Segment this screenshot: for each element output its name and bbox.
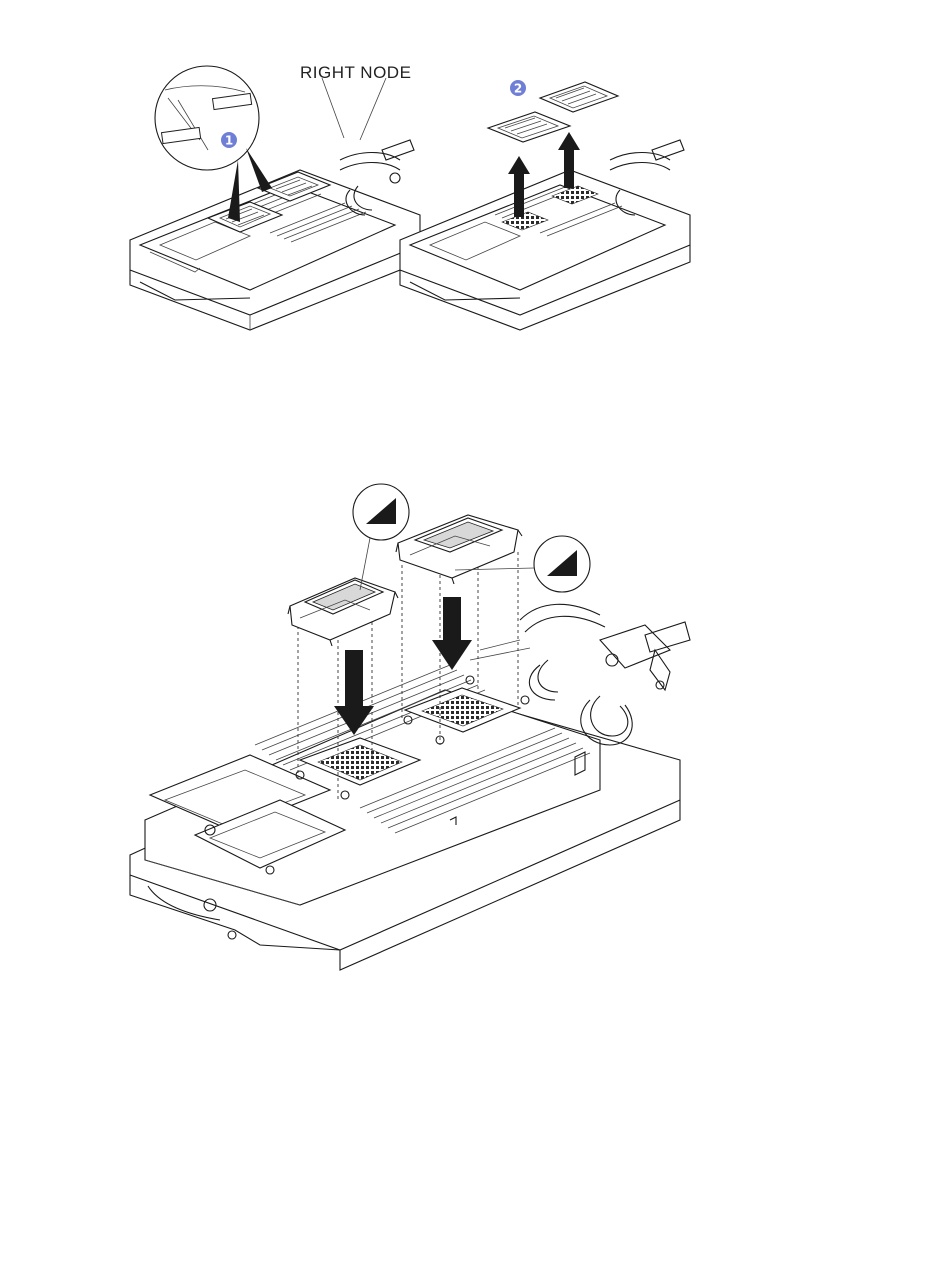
right-node-label: RIGHT NODE (300, 63, 411, 82)
bottom-install-illustration (130, 484, 690, 970)
svg-text:1: 1 (225, 134, 233, 148)
callout-2-badge: 2 (510, 80, 526, 96)
top-right-node-illustration: 2 (400, 80, 690, 330)
processor-carrier-left (288, 578, 398, 646)
triangle-orientation-icon (353, 484, 409, 590)
callout-1-badge: 1 (221, 132, 237, 148)
magnifier-callout (155, 66, 259, 170)
processor-carrier-right (396, 515, 522, 584)
top-left-node-illustration: 1 RIGHT NODE (130, 63, 420, 330)
lifted-carrier-a (488, 112, 570, 142)
svg-text:2: 2 (514, 82, 522, 96)
lifted-carrier-b (540, 82, 618, 112)
